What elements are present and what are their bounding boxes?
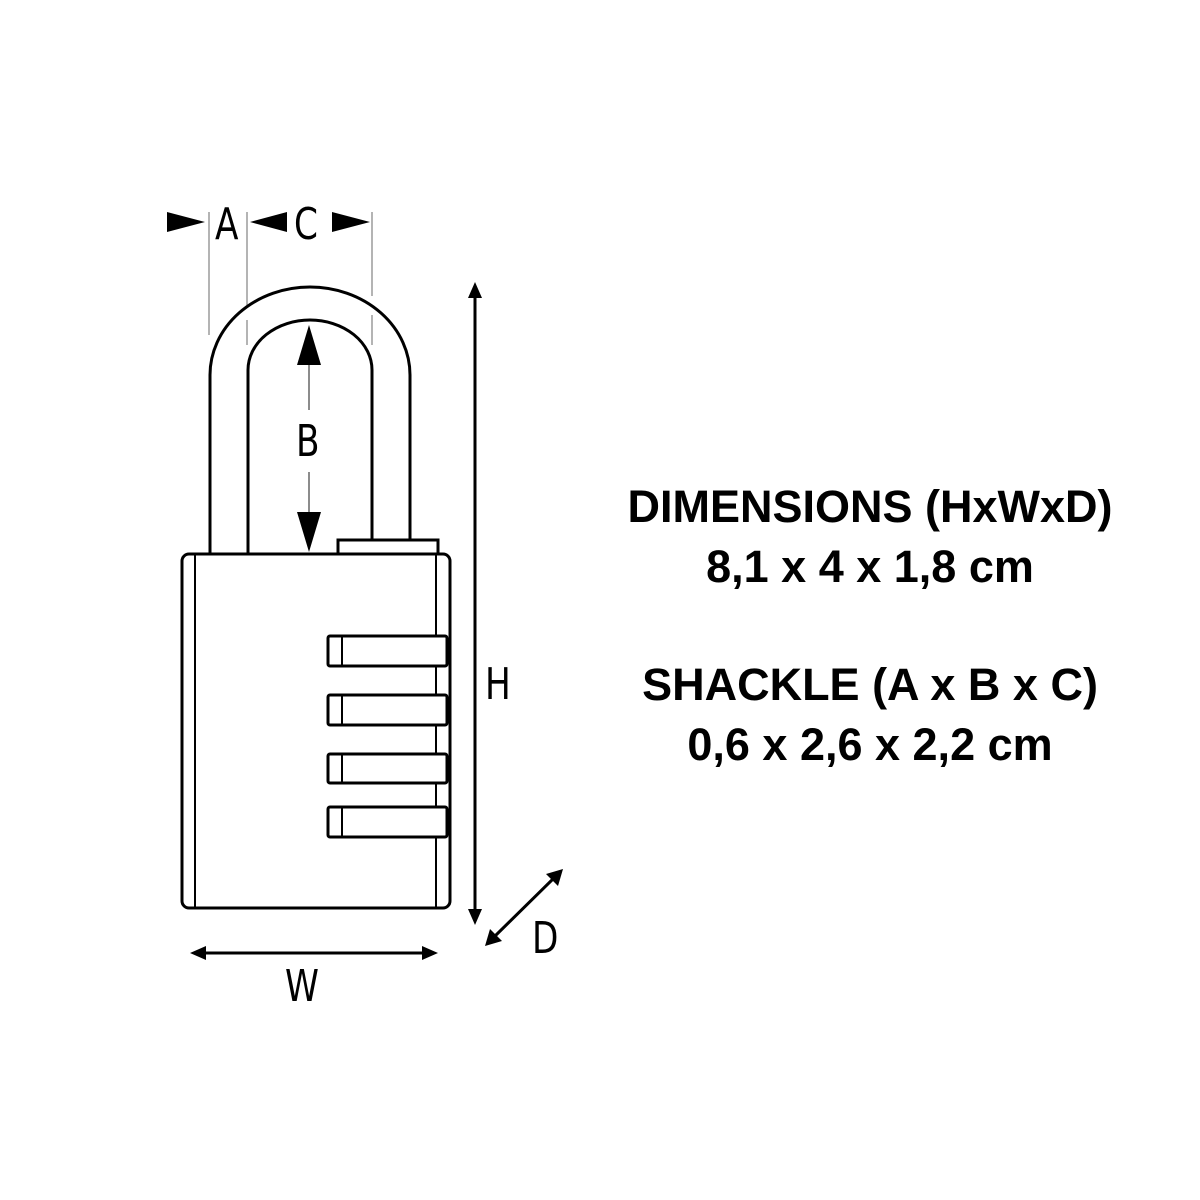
dial-3 xyxy=(326,752,449,785)
dimensions-value: 8,1 x 4 x 1,8 cm xyxy=(706,541,1034,592)
label-c: C xyxy=(294,199,318,250)
extension-lines xyxy=(208,212,373,345)
lock-body xyxy=(180,552,452,910)
dial-2 xyxy=(326,693,449,727)
label-w: W xyxy=(285,961,319,1012)
width-arrow xyxy=(190,946,438,960)
depth-arrow xyxy=(485,869,563,946)
combination-dials xyxy=(326,634,449,839)
shackle-value: 0,6 x 2,6 x 2,2 cm xyxy=(687,719,1053,770)
dial-4 xyxy=(326,805,449,839)
shackle-width-arrows xyxy=(167,212,370,232)
shackle xyxy=(208,285,412,554)
dimensions-heading: DIMENSIONS (HxWxD) xyxy=(627,481,1113,532)
label-h: H xyxy=(485,659,511,710)
dial-1 xyxy=(326,634,449,668)
height-arrow xyxy=(468,282,482,925)
shackle-spec: SHACKLE (A x B x C) 0,6 x 2,6 x 2,2 cm xyxy=(560,662,1180,767)
shackle-heading: SHACKLE (A x B x C) xyxy=(642,659,1098,710)
dimensions-spec: DIMENSIONS (HxWxD) 8,1 x 4 x 1,8 cm xyxy=(560,484,1180,589)
label-b: B xyxy=(296,416,320,467)
shackle-height-arrow xyxy=(297,325,321,552)
shackle-collar xyxy=(336,538,440,556)
label-d: D xyxy=(532,913,559,964)
label-a: A xyxy=(215,199,239,250)
